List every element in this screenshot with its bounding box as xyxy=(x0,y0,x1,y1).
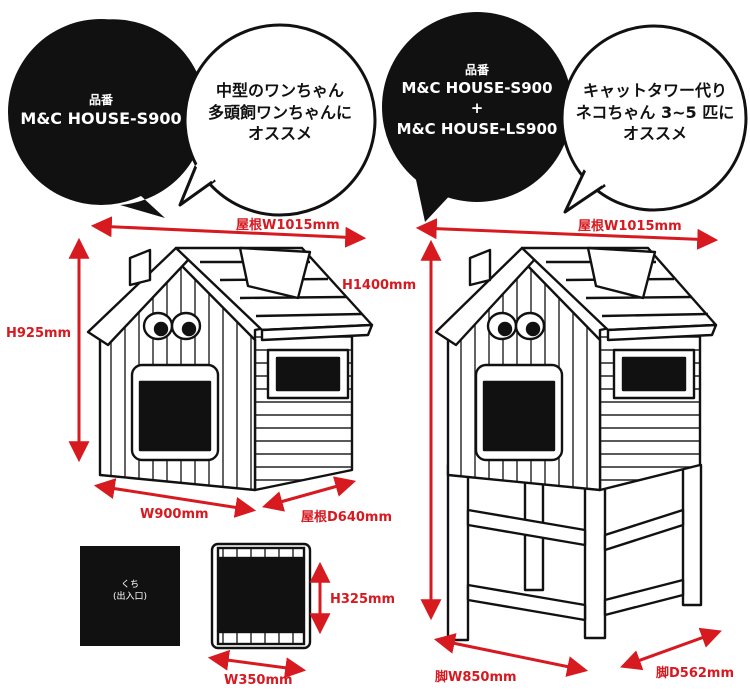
entrance-width-label: W350mm xyxy=(224,673,293,688)
right-cathouse-tower xyxy=(434,246,718,642)
right-code-label: 品番 xyxy=(464,63,489,77)
right-recommend-line-1: キャットタワー代り xyxy=(582,81,727,100)
right-recommend-bubble xyxy=(560,24,748,214)
right-code-bubble xyxy=(382,12,572,222)
right-code-plus: + xyxy=(470,99,484,118)
entrance-label-line-1: くち xyxy=(120,580,139,590)
entrance-label: くち (出入口) xyxy=(80,580,180,603)
right-product-code-2: M&C HOUSE-LS900 xyxy=(396,119,558,138)
left-product-code: M&C HOUSE-S900 xyxy=(20,109,182,129)
left-recommend-line-3: オススメ xyxy=(247,124,312,144)
left-code-label: 品番 xyxy=(88,93,113,107)
left-code-bubble xyxy=(8,19,206,219)
right-recommend-text: キャットタワー代り ネコちゃん 3~5 匹に オススメ xyxy=(565,80,745,145)
left-recommend-text: 中型のワンちゃん 多頭飼ワンちゃんに オススメ xyxy=(190,80,370,145)
left-recommend-bubble xyxy=(178,23,377,217)
right-product-code-1: M&C HOUSE-S900 xyxy=(401,79,553,98)
left-recommend-line-1: 中型のワンちゃん xyxy=(215,81,344,100)
entrance-frame-view xyxy=(210,542,312,650)
entrance-label-line-2: (出入口) xyxy=(112,591,148,602)
right-leg-width-label: 脚W850mm xyxy=(435,670,517,685)
left-roof-depth-label: 屋根D640mm xyxy=(301,510,393,525)
right-leg-depth-label: 脚D562mm xyxy=(656,666,735,681)
left-doghouse xyxy=(86,246,374,492)
right-code-text: 品番 M&C HOUSE-S900 + M&C HOUSE-LS900 xyxy=(387,62,567,139)
right-recommend-line-3: オススメ xyxy=(622,124,687,144)
dimension-arrows xyxy=(68,216,722,679)
right-recommend-line-2: ネコちゃん 3~5 匹に xyxy=(575,102,735,122)
entrance-height-label: H325mm xyxy=(330,592,396,607)
left-width-label: W900mm xyxy=(140,507,209,522)
entrance-opening-view xyxy=(80,546,180,646)
left-roof-width-label: 屋根W1015mm xyxy=(236,218,340,233)
left-height-label: H925mm xyxy=(6,326,72,341)
right-roof-width-label: 屋根W1015mm xyxy=(578,219,682,234)
left-code-text: 品番 M&C HOUSE-S900 xyxy=(16,92,186,130)
left-recommend-line-2: 多頭飼ワンちゃんに xyxy=(207,102,352,122)
right-height-label: H1400mm xyxy=(342,278,417,293)
